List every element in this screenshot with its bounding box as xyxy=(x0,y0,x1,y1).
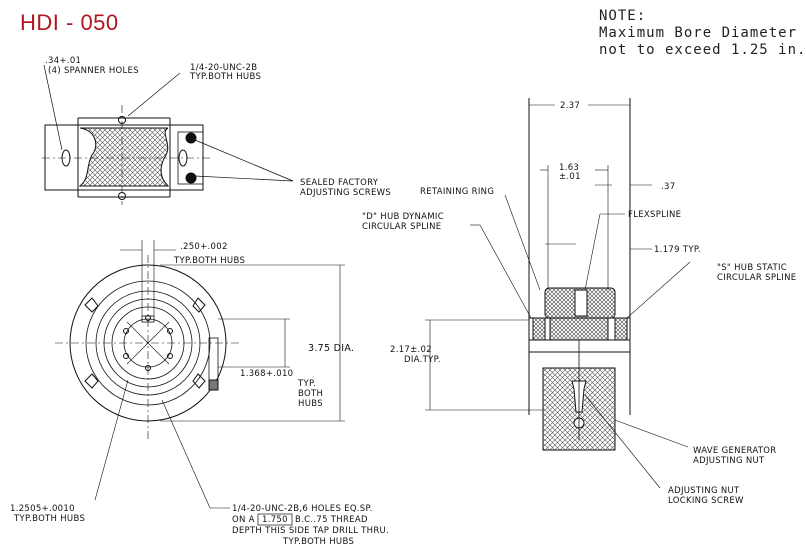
front-view-dimensions xyxy=(94,240,345,509)
holes-line3: DEPTH THIS SIDE TAP DRILL THRU. xyxy=(232,526,389,536)
holes-line2a: ON A xyxy=(232,515,255,525)
bolt-hole-5 xyxy=(123,353,129,359)
top-view-leaders xyxy=(43,64,294,182)
locking-screw-line1: ADJUSTING NUT xyxy=(668,486,740,496)
pilot-note: TYP.BOTH HUBS xyxy=(13,514,85,524)
top-thread-hole xyxy=(118,116,126,124)
spanner-holes-label: (4) SPANNER HOLES xyxy=(48,66,139,76)
outer-diameter: 3.75 DIA. xyxy=(308,343,354,354)
section-view-dimensions xyxy=(425,104,691,489)
keyway-dim: .250+.002 xyxy=(180,242,228,252)
spanner-notch-1 xyxy=(84,297,99,313)
front-view xyxy=(55,255,240,440)
sealed-screws-line1: SEALED FACTORY xyxy=(300,178,379,188)
thread-top-label: 1/4-20-UNC-2B xyxy=(190,63,257,73)
top-view-hatch-section xyxy=(78,127,170,187)
bolt-hole-6 xyxy=(123,328,129,334)
spanner-notch-4 xyxy=(192,373,206,389)
bore-hubs: HUBS xyxy=(298,399,323,409)
spanner-notch-3 xyxy=(84,373,99,389)
drawing-title: HDI - 050 xyxy=(20,10,119,35)
retaining-ring-label: RETAINING RING xyxy=(420,187,494,197)
hub-diameter-dim: 2.17±.02 xyxy=(390,345,432,355)
d-hub-line2: CIRCULAR SPLINE xyxy=(362,222,441,232)
spline-dim-tolerance: ±.01 xyxy=(559,172,581,182)
spanner-notch-2 xyxy=(192,297,206,313)
bolt-circle-value: 1.750 xyxy=(262,515,288,525)
bolt-hole-4 xyxy=(145,365,151,371)
width-dim: 2.37 xyxy=(560,101,580,111)
note-line-2: not to exceed 1.25 in. xyxy=(599,42,806,58)
adjusting-screw-upper xyxy=(185,132,197,144)
bolt-hole-3 xyxy=(167,353,173,359)
keyway-note: TYP.BOTH HUBS xyxy=(173,256,245,266)
section-view xyxy=(528,98,631,451)
hub-width-dim: .37 xyxy=(661,182,675,192)
bore-typ: TYP. xyxy=(297,379,316,389)
holes-line2b: B.C..75 THREAD xyxy=(295,515,368,525)
locking-screw-line2: LOCKING SCREW xyxy=(668,496,744,506)
top-view xyxy=(42,105,210,205)
bolt-hole-1 xyxy=(145,315,151,321)
note-line-1: Maximum Bore Diameter xyxy=(599,25,798,41)
thread-top-note: TYP.BOTH HUBS xyxy=(189,72,261,82)
note-heading: NOTE: xyxy=(599,8,647,24)
holes-line4: TYP.BOTH HUBS xyxy=(282,537,354,547)
d-hub-line1: "D" HUB DYNAMIC xyxy=(362,212,444,222)
hub-diameter-note: DIA.TYP. xyxy=(404,355,441,365)
holes-line1: 1/4-20-UNC-2B,6 HOLES EQ.SP. xyxy=(232,504,373,514)
bore-dim: 1.368+.010 xyxy=(240,369,293,379)
bottom-thread-hole xyxy=(118,192,126,200)
adjusting-screw-lower xyxy=(185,172,197,184)
spline-dim: 1.63 xyxy=(559,163,579,173)
sealed-screws-line2: ADJUSTING SCREWS xyxy=(300,188,391,198)
s-hub-line1: "S" HUB STATIC xyxy=(717,263,787,273)
wave-generator-line2: ADJUSTING NUT xyxy=(693,456,765,466)
spanner-dim: .34+.01 xyxy=(45,56,81,66)
wave-generator-line1: WAVE GENERATOR xyxy=(693,446,777,456)
hub-typ-dim: 1.179 TYP. xyxy=(654,245,701,255)
s-hub-line2: CIRCULAR SPLINE xyxy=(717,273,796,283)
bolt-hole-2 xyxy=(167,328,173,334)
bolt-circle-box xyxy=(257,513,293,526)
bore-both: BOTH xyxy=(298,389,323,399)
flexspline-label: FLEXSPLINE xyxy=(628,210,681,220)
pilot-dim: 1.2505+.0010 xyxy=(10,504,75,514)
